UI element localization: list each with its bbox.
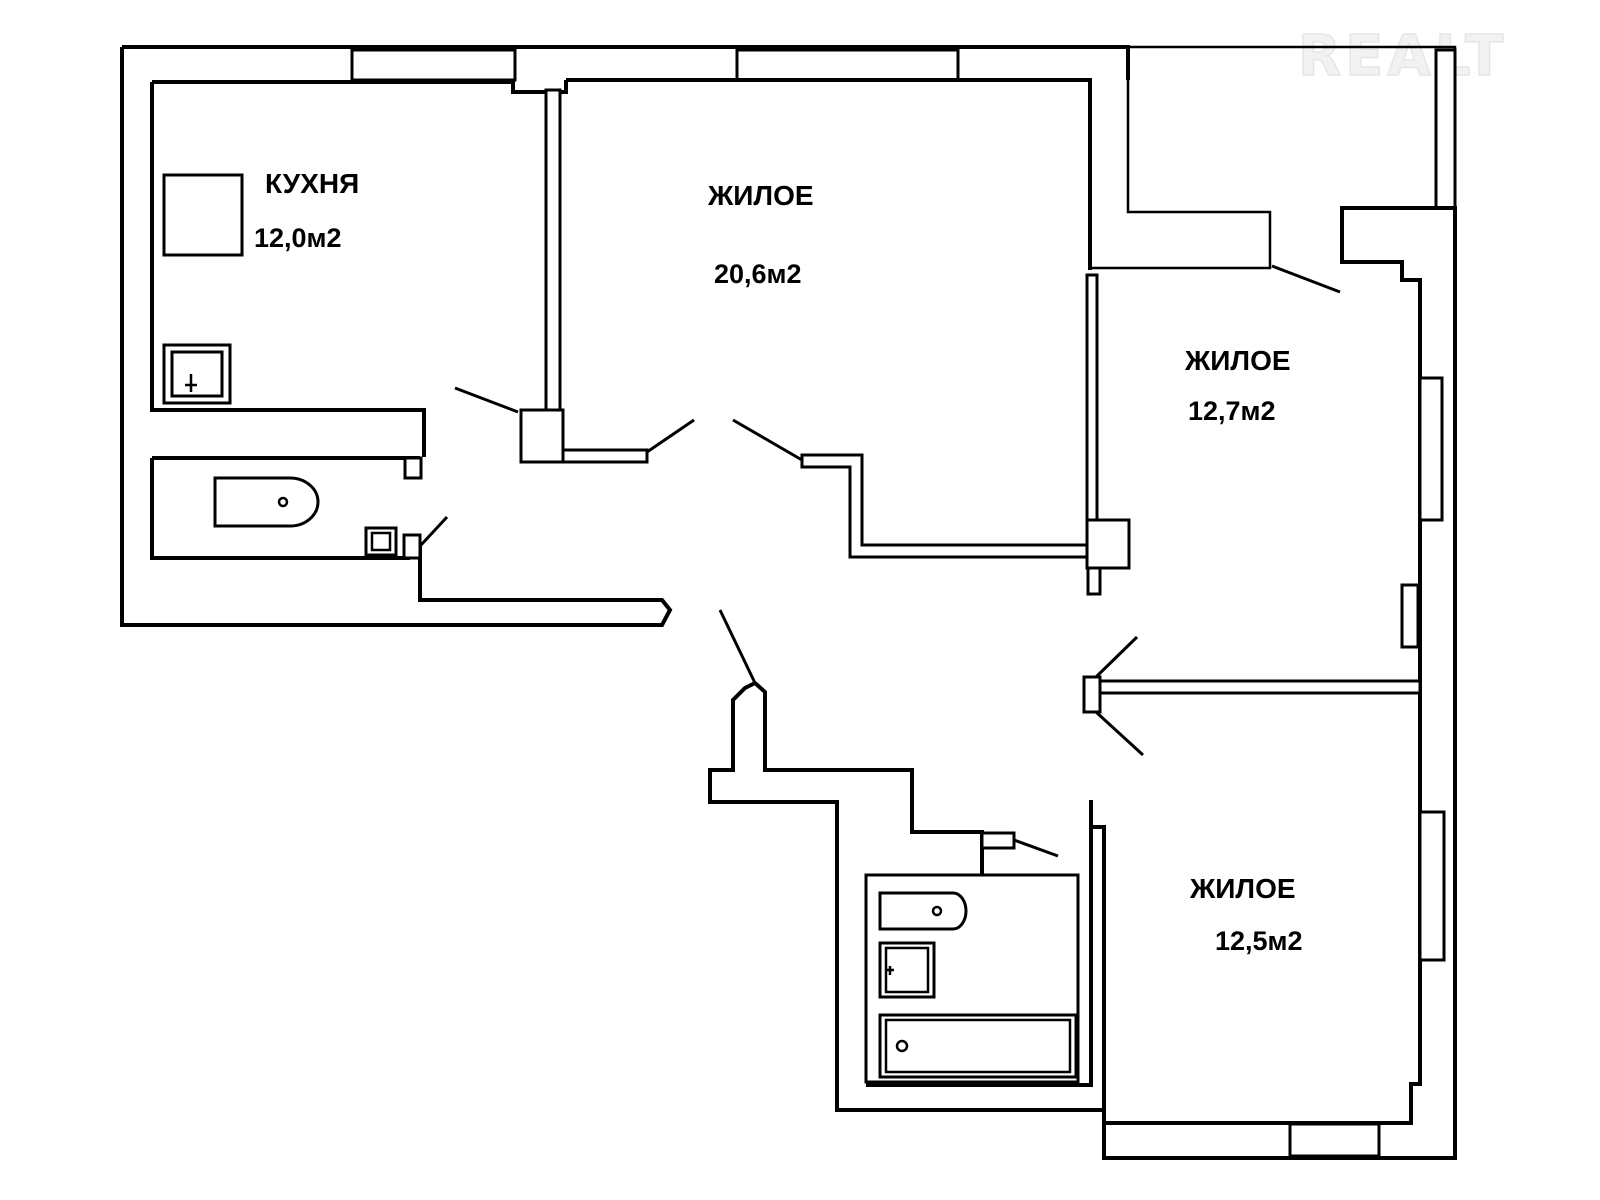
wall-stub-2 <box>402 533 422 560</box>
bedroom-1-outer-wall <box>1102 206 1457 1160</box>
living-room-window-top <box>735 48 960 82</box>
living-partition-vertical <box>1085 273 1099 552</box>
room-area-kitchen: 12,0м2 <box>254 223 342 253</box>
sink-bowl <box>370 531 392 552</box>
drain-icon-2 <box>931 905 943 917</box>
bedroom-1-window <box>1418 376 1444 522</box>
door-frame <box>1082 675 1102 714</box>
outer-wall-left <box>120 45 1130 627</box>
bedroom-partition <box>1096 679 1422 695</box>
bathtub-left <box>213 476 320 528</box>
entrance-door <box>718 609 757 684</box>
room-name-bedroom-2: ЖИЛОЕ <box>1189 873 1296 904</box>
wall-stub-4 <box>980 831 1016 850</box>
living-door-left <box>646 418 695 454</box>
kitchen-sink-bowl <box>170 350 224 398</box>
stove <box>162 173 244 257</box>
living-door-right <box>732 418 803 462</box>
washing-machine <box>878 891 968 931</box>
kitchen-partition <box>511 78 1092 270</box>
column-block-2 <box>1085 518 1131 570</box>
room-area-bedroom-2: 12,5м2 <box>1215 926 1303 956</box>
wall-stub-3 <box>1086 566 1102 596</box>
bathtub-bottom <box>878 1013 1078 1079</box>
living-partition-bottom <box>561 448 649 464</box>
room-name-bedroom-1: ЖИЛОЕ <box>1184 345 1291 376</box>
kitchen-living-partition <box>544 88 562 414</box>
bedroom-1-door <box>1094 635 1139 679</box>
bedroom-2-wall <box>1089 800 1106 1158</box>
bathtub-inner <box>884 1018 1072 1074</box>
bedroom-2-window-bottom <box>1288 1122 1381 1158</box>
bathroom-door-left <box>419 515 449 547</box>
balcony-wall <box>1090 47 1272 270</box>
bathtub-drain-icon-2 <box>895 1039 909 1053</box>
balcony-window <box>1434 48 1457 210</box>
balcony-door <box>1271 264 1341 294</box>
room-name-living-1: ЖИЛОЕ <box>707 180 814 211</box>
column-block <box>519 408 565 464</box>
drain-icon-3 <box>886 966 894 975</box>
room-area-living-1: 20,6м2 <box>714 259 802 289</box>
drain-icon <box>185 374 197 392</box>
wall-niche <box>1400 583 1420 649</box>
kitchen-door <box>454 386 519 414</box>
bathtub-drain-icon <box>277 496 289 508</box>
room-name-kitchen: КУХНЯ <box>265 168 359 199</box>
room-area-bedroom-1: 12,7м2 <box>1188 396 1276 426</box>
realt-watermark: REALT <box>1298 24 1507 89</box>
wall-stub <box>403 456 423 480</box>
bedroom-2-door <box>1094 710 1145 757</box>
living-partition-right <box>800 453 1089 559</box>
bedroom-2-window-right <box>1418 810 1446 962</box>
bathroom-door-bottom <box>1013 838 1059 858</box>
kitchen-window <box>350 48 517 82</box>
